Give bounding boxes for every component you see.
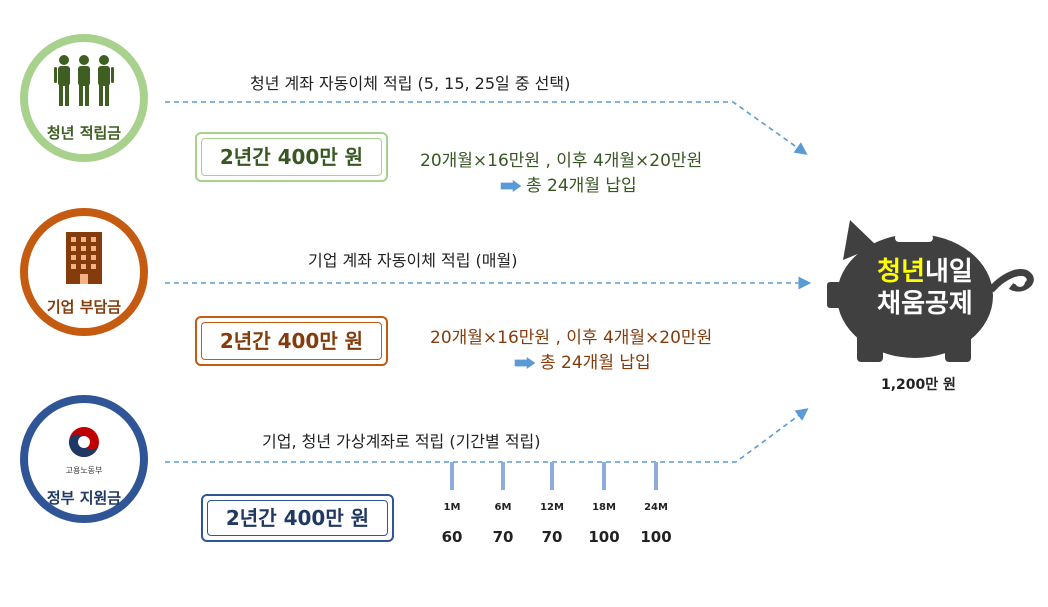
government-connector <box>165 408 809 463</box>
building-icon <box>66 232 102 284</box>
schedule-tick <box>450 462 454 490</box>
schedule-period: 18M <box>592 502 616 513</box>
schedule-period: 24M <box>644 502 668 513</box>
piggy-bank-icon <box>827 220 1034 362</box>
government-circle: 고용노동부 정부 지원금 <box>20 395 148 523</box>
youth-detail-line2: 총 24개월 납입 <box>526 176 637 196</box>
right-arrow-icon <box>500 180 522 192</box>
right-arrow-icon <box>514 357 536 369</box>
schedule-value: 100 <box>640 528 672 546</box>
youth-route-text: 청년 계좌 자동이체 적립 (5, 15, 25일 중 선택) <box>250 74 571 93</box>
schedule-period: 12M <box>540 502 564 513</box>
youth-circle: 청년 적립금 <box>20 34 148 162</box>
company-amount-box: 2년간 400만 원 <box>195 316 388 366</box>
government-label: 정부 지원금 <box>46 489 122 507</box>
schedule-value: 100 <box>588 528 620 546</box>
youth-label: 청년 적립금 <box>46 124 122 142</box>
government-route-text: 기업, 청년 가상계좌로 적립 (기간별 적립) <box>262 432 541 451</box>
schedule-tick <box>602 462 606 490</box>
youth-connector <box>165 101 808 155</box>
total-amount: 1,200만 원 <box>881 377 956 393</box>
piggy-title-highlight: 청년 <box>877 257 925 287</box>
company-detail-line2-wrap: 총 24개월 납입 <box>514 348 651 373</box>
piggy-title: 청년내일 채움공제 <box>850 256 1000 320</box>
schedule-period: 6M <box>494 502 512 513</box>
government-emblem-icon <box>69 427 99 457</box>
schedule-value: 70 <box>541 528 563 546</box>
schedule-period: 1M <box>443 502 461 513</box>
people-icon <box>54 55 114 106</box>
company-detail-line1: 20개월×16만원 , 이후 4개월×20만원 <box>430 328 713 348</box>
schedule-tick <box>550 462 554 490</box>
ministry-name: 고용노동부 <box>65 466 103 475</box>
schedule-tick <box>501 462 505 490</box>
schedule-tick <box>654 462 658 490</box>
schedule-value: 70 <box>492 528 514 546</box>
youth-detail-line1: 20개월×16만원 , 이후 4개월×20만원 <box>420 151 703 171</box>
youth-detail-line2-wrap: 총 24개월 납입 <box>500 171 637 196</box>
company-label: 기업 부담금 <box>46 298 122 316</box>
youth-amount-box: 2년간 400만 원 <box>195 132 388 182</box>
schedule-value: 60 <box>441 528 463 546</box>
company-circle: 기업 부담금 <box>20 208 148 336</box>
government-amount-box: 2년간 400만 원 <box>201 494 394 542</box>
piggy-title-line2: 채움공제 <box>877 289 973 319</box>
company-detail-line2: 총 24개월 납입 <box>540 353 651 373</box>
piggy-title-rest: 내일 <box>925 257 973 287</box>
company-route-text: 기업 계좌 자동이체 적립 (매월) <box>308 251 518 270</box>
